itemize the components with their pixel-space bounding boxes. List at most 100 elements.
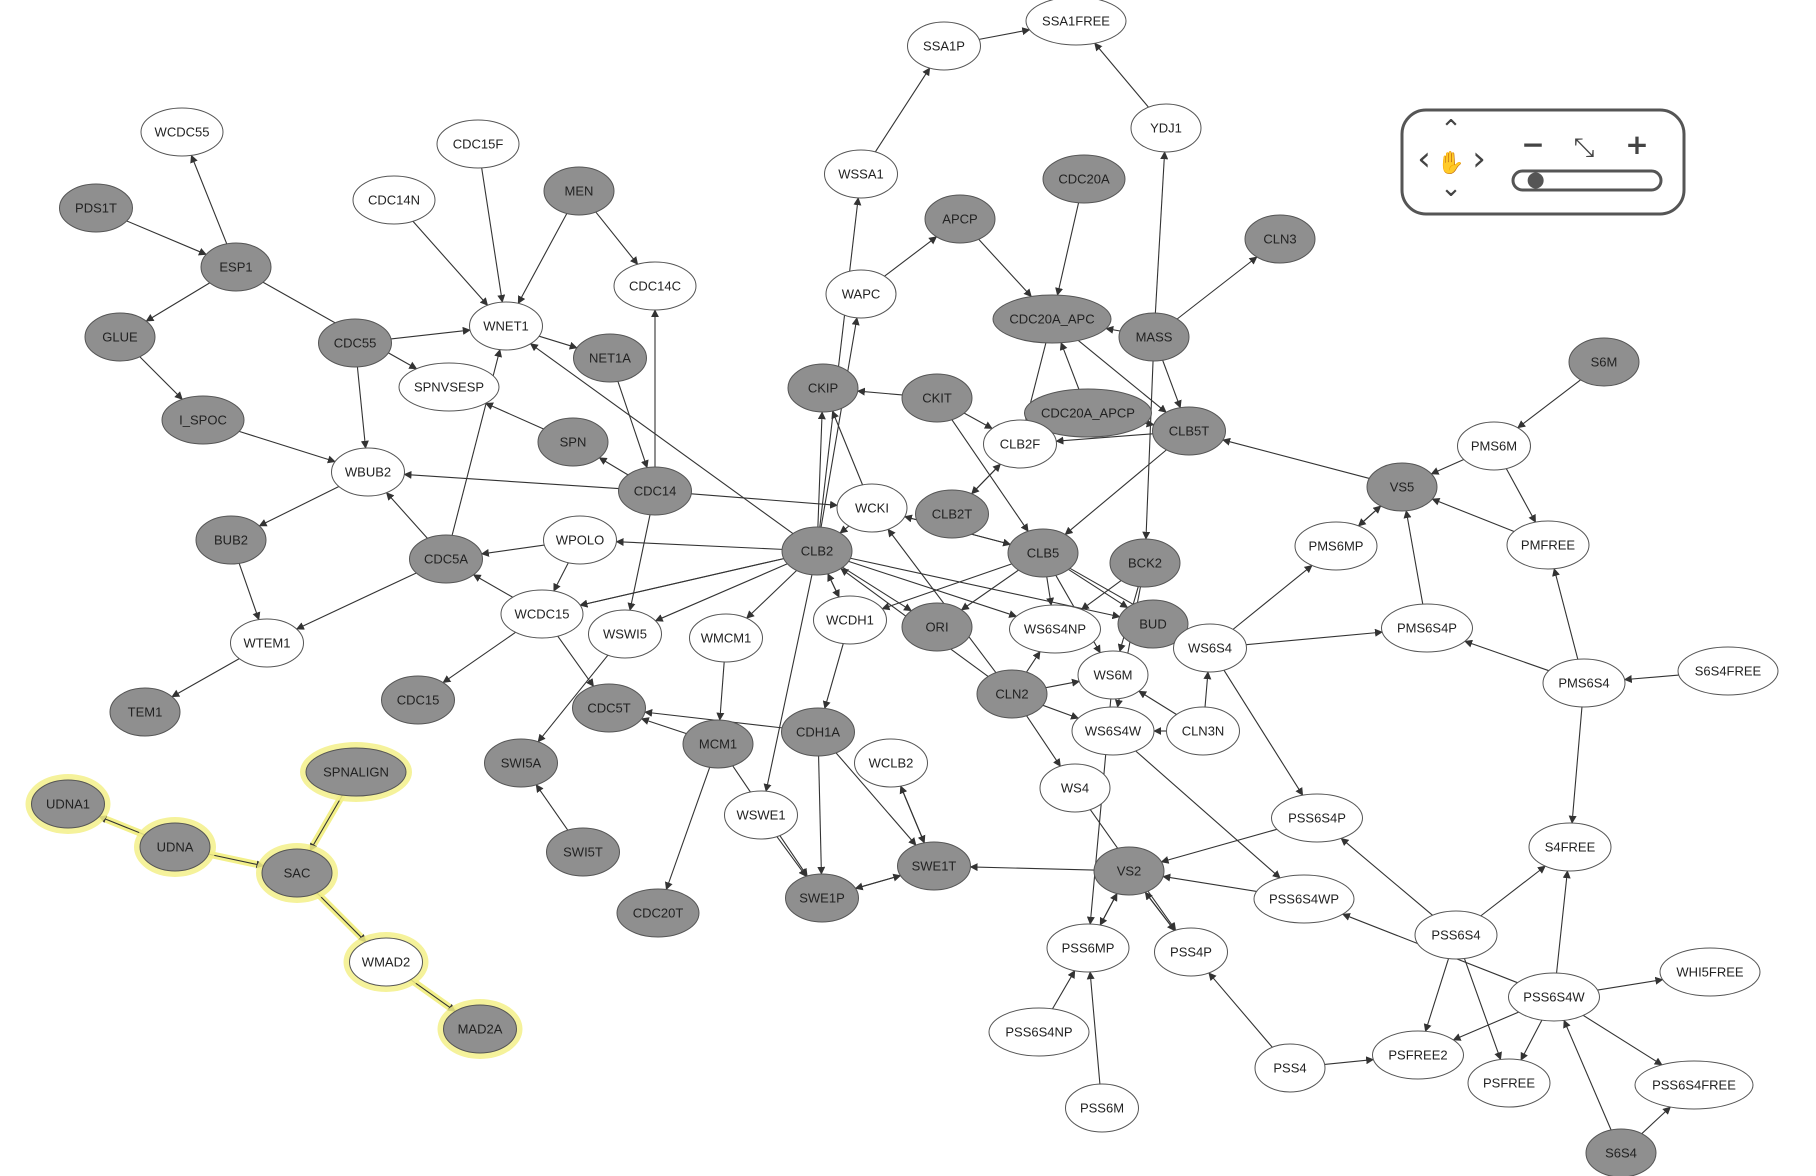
- node-shape[interactable]: [682, 719, 754, 769]
- edge-PSS4-to-PSFREE2[interactable]: [1324, 1056, 1375, 1066]
- pan-down-icon[interactable]: ⌄: [1440, 173, 1462, 203]
- node-ws6s4np[interactable]: WS6S4NP: [1009, 604, 1101, 654]
- node-s6m[interactable]: S6M: [1568, 337, 1640, 387]
- edge-CLB5-to-BUD[interactable]: [1068, 568, 1129, 609]
- node-shape[interactable]: [787, 363, 859, 413]
- node-shape[interactable]: [1542, 658, 1626, 708]
- edge-CLB2-to-WSSA1[interactable]: [819, 197, 862, 528]
- node-ssa1p[interactable]: SSA1P: [907, 21, 981, 71]
- node-shape[interactable]: [230, 618, 304, 668]
- node-shape[interactable]: [1568, 337, 1640, 387]
- edge-PSS6S4W-to-WHI5FREE[interactable]: [1597, 976, 1664, 991]
- node-vs2[interactable]: VS2: [1093, 846, 1165, 896]
- edge-CLN3N-to-WS6S4[interactable]: [1203, 671, 1212, 708]
- edge-WCDC15-to-CDC5A[interactable]: [472, 574, 513, 598]
- node-wcdc15[interactable]: WCDC15: [500, 589, 584, 639]
- node-shape[interactable]: [1659, 947, 1761, 997]
- node-shape[interactable]: [1152, 406, 1226, 456]
- node-shape[interactable]: [901, 373, 973, 423]
- edge-CDH1A-to-SWE1T[interactable]: [835, 752, 917, 846]
- node-cdc20t[interactable]: CDC20T: [616, 888, 700, 938]
- node-mass[interactable]: MASS: [1118, 312, 1190, 362]
- node-wmcm1[interactable]: WMCM1: [689, 613, 763, 663]
- pan-up-icon[interactable]: ⌃: [1440, 115, 1462, 145]
- node-clb2f[interactable]: CLB2F: [983, 419, 1057, 469]
- edge-SWI5T-to-SWI5A[interactable]: [535, 784, 569, 831]
- node-shape[interactable]: [398, 362, 500, 412]
- edge-VS2-to-SWE1T[interactable]: [969, 863, 1095, 872]
- node-shape[interactable]: [1381, 603, 1473, 653]
- edge-ESP1-to-WCDC55[interactable]: [190, 154, 228, 245]
- edge-CLB2-to-WAPC[interactable]: [820, 317, 860, 528]
- edge-SPN-to-SPNVSESP[interactable]: [484, 402, 544, 430]
- node-shape[interactable]: [546, 827, 620, 877]
- edge-PSS6S4W-to-PSFREE[interactable]: [1520, 1019, 1543, 1061]
- edge-BUB2-to-WTEM1[interactable]: [238, 563, 261, 621]
- edge-S6S4-to-PSS6S4FREE[interactable]: [1641, 1106, 1671, 1135]
- edge-CDH1A-to-SWE1P[interactable]: [817, 755, 826, 875]
- edge-CLN2-to-WS6M[interactable]: [1045, 678, 1081, 689]
- node-shape[interactable]: [976, 669, 1048, 719]
- edge-CLB2-to-WMCM1[interactable]: [746, 570, 797, 619]
- node-shape[interactable]: [469, 301, 543, 351]
- edge-PMS6M-to-VS5[interactable]: [1430, 458, 1465, 475]
- node-shape[interactable]: [588, 609, 662, 659]
- node-shape[interactable]: [825, 269, 897, 319]
- node-shape[interactable]: [200, 242, 272, 292]
- edge-BCK2-to-WS6S4NP[interactable]: [1080, 580, 1122, 610]
- node-ckit[interactable]: CKIT: [901, 373, 973, 423]
- node-shape[interactable]: [1009, 604, 1101, 654]
- edge-PMS6S4-to-PMFREE[interactable]: [1552, 567, 1579, 660]
- node-mcm1[interactable]: MCM1: [682, 719, 754, 769]
- edge-PSS6S4-to-PSS6S4P[interactable]: [1340, 837, 1433, 916]
- edge-CLB2-to-CKIP[interactable]: [817, 411, 826, 528]
- node-shape[interactable]: [139, 822, 211, 872]
- node-shape[interactable]: [331, 447, 405, 497]
- edge-CLB2-to-WPOLO[interactable]: [615, 538, 783, 550]
- edge-SAC-to-WMAD2[interactable]: [316, 892, 367, 943]
- node-shape[interactable]: [543, 515, 617, 565]
- node-swi5a[interactable]: SWI5A: [484, 738, 558, 788]
- node-shape[interactable]: [140, 107, 224, 157]
- node-pss6mp[interactable]: PSS6MP: [1046, 923, 1130, 973]
- edge-PMS6S4-to-PMS6S4P[interactable]: [1464, 639, 1550, 672]
- pan-left-icon[interactable]: ‹: [1417, 139, 1431, 179]
- node-shape[interactable]: [836, 483, 908, 533]
- node-shape[interactable]: [901, 602, 973, 652]
- edge-MCM1-to-CDC20T[interactable]: [664, 767, 711, 891]
- node-shape[interactable]: [897, 841, 971, 891]
- node-spn[interactable]: SPN: [537, 417, 609, 467]
- node-udna[interactable]: UDNA: [134, 817, 216, 877]
- node-cln2[interactable]: CLN2: [976, 669, 1048, 719]
- edge-WCDC15-to-CDC15[interactable]: [442, 631, 516, 684]
- edge-CDC55-to-WNET1[interactable]: [390, 326, 471, 340]
- edge-CLB5-to-ORI[interactable]: [960, 569, 1019, 611]
- edge-WCKI-to-CKIP[interactable]: [831, 410, 864, 486]
- node-s4free[interactable]: S4FREE: [1528, 822, 1612, 872]
- node-i-spoc[interactable]: I_SPOC: [161, 395, 245, 445]
- edge-S6S4FREE-to-PMS6S4[interactable]: [1623, 674, 1679, 684]
- node-pss6s4p[interactable]: PSS6S4P: [1271, 793, 1363, 843]
- edge-I_SPOC-to-WBUB2[interactable]: [238, 430, 336, 464]
- node-cdc20a-apcp[interactable]: CDC20A_APCP: [1024, 388, 1152, 438]
- edge-PSS6S4W-to-S4FREE[interactable]: [1556, 870, 1571, 974]
- node-ws4[interactable]: WS4: [1039, 763, 1111, 813]
- node-shape[interactable]: [572, 683, 646, 733]
- node-shape[interactable]: [1042, 154, 1126, 204]
- node-shape[interactable]: [1025, 0, 1127, 46]
- pan-right-icon[interactable]: ›: [1472, 139, 1486, 179]
- node-shape[interactable]: [543, 166, 615, 216]
- node-swe1p[interactable]: SWE1P: [785, 873, 859, 923]
- node-shape[interactable]: [1467, 1058, 1551, 1108]
- edge-WCDH1-to-CDH1A[interactable]: [822, 643, 844, 710]
- edge-MASS-to-CDC20A_APC[interactable]: [1105, 325, 1121, 334]
- node-ws6s4w[interactable]: WS6S4W: [1071, 706, 1155, 756]
- edge-CLN2-to-WS4[interactable]: [1026, 715, 1061, 767]
- node-shape[interactable]: [992, 294, 1112, 344]
- node-vs5[interactable]: VS5: [1366, 462, 1438, 512]
- node-shape[interactable]: [1071, 706, 1155, 756]
- node-shape[interactable]: [484, 738, 558, 788]
- node-shape[interactable]: [689, 613, 763, 663]
- node-shape[interactable]: [924, 194, 996, 244]
- node-shape[interactable]: [1093, 846, 1165, 896]
